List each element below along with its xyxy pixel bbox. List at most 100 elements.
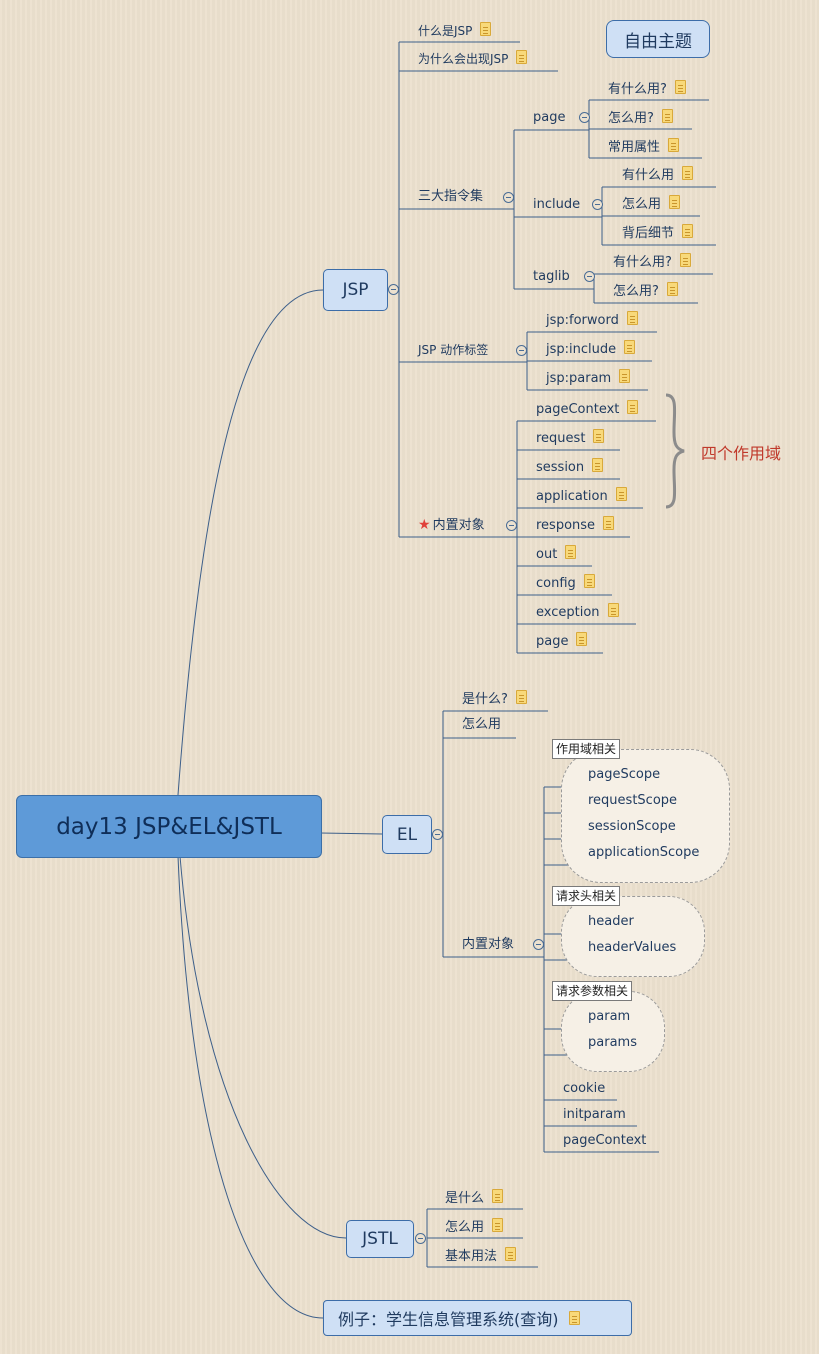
jstl-item[interactable]: 基本用法	[445, 1247, 517, 1265]
free-topic[interactable]: 自由主题	[606, 20, 710, 58]
note-icon[interactable]	[661, 109, 673, 123]
star-icon: ★	[418, 517, 431, 533]
jstl-item[interactable]: 怎么用	[445, 1218, 504, 1236]
collapse-icon[interactable]	[506, 520, 517, 531]
note-icon[interactable]	[603, 516, 615, 530]
el-how[interactable]: 怎么用	[462, 717, 501, 733]
builtin-item[interactable]: exception	[536, 603, 619, 621]
jsp-what[interactable]: 什么是JSP	[418, 22, 492, 39]
note-icon[interactable]	[626, 311, 638, 325]
directive-page[interactable]: page	[533, 110, 565, 126]
note-icon[interactable]	[666, 282, 678, 296]
builtin-item[interactable]: page	[536, 632, 588, 650]
scope-note: 四个作用域	[701, 444, 782, 463]
el-other-item[interactable]: cookie	[563, 1081, 605, 1097]
header-item[interactable]: header	[588, 914, 634, 930]
param-item[interactable]: params	[588, 1035, 637, 1051]
action-item[interactable]: jsp:param	[546, 369, 631, 387]
taglib-item[interactable]: 有什么用?	[613, 253, 691, 271]
builtin-item[interactable]: config	[536, 574, 595, 592]
note-icon[interactable]	[619, 369, 631, 383]
taglib-item-label: 有什么用?	[613, 255, 672, 270]
include-item[interactable]: 有什么用	[622, 166, 694, 184]
el-other-item-label: cookie	[563, 1081, 606, 1096]
include-item[interactable]: 怎么用	[622, 195, 681, 213]
note-icon[interactable]	[583, 574, 595, 588]
note-icon[interactable]	[669, 195, 681, 209]
param-item[interactable]: param	[588, 1009, 630, 1025]
include-item[interactable]: 背后细节	[622, 224, 694, 242]
action-item[interactable]: jsp:forword	[546, 311, 638, 329]
directive-include[interactable]: include	[533, 197, 580, 213]
collapse-icon[interactable]	[584, 271, 595, 282]
el-other-item[interactable]: pageContext	[563, 1133, 646, 1149]
collapse-icon[interactable]	[415, 1233, 426, 1244]
builtin-item[interactable]: request	[536, 429, 605, 447]
builtin-item[interactable]: out	[536, 545, 577, 563]
collapse-icon[interactable]	[516, 345, 527, 356]
directives-node[interactable]: 三大指令集	[418, 189, 483, 205]
scope-item[interactable]: sessionScope	[588, 819, 676, 835]
el-builtin-node[interactable]: 内置对象	[462, 937, 514, 953]
page-item[interactable]: 怎么用?	[608, 109, 673, 127]
el-other-item[interactable]: initparam	[563, 1107, 626, 1123]
scope-item[interactable]: pageScope	[588, 767, 660, 783]
note-icon[interactable]	[593, 429, 605, 443]
note-icon[interactable]	[682, 224, 694, 238]
jstl-item[interactable]: 是什么	[445, 1189, 504, 1207]
el-what[interactable]: 是什么?	[462, 690, 527, 708]
scope-item[interactable]: requestScope	[588, 793, 677, 809]
note-icon[interactable]	[668, 138, 680, 152]
note-icon[interactable]	[624, 340, 636, 354]
builtin-item[interactable]: session	[536, 458, 604, 476]
note-icon[interactable]	[607, 603, 619, 617]
note-icon[interactable]	[627, 400, 639, 414]
example-node[interactable]: 例子：学生信息管理系统(查询)	[323, 1300, 632, 1336]
note-icon[interactable]	[515, 690, 527, 704]
actions-node[interactable]: JSP 动作标签	[418, 342, 488, 358]
action-item-label: jsp:include	[546, 342, 617, 357]
collapse-icon[interactable]	[388, 284, 399, 295]
note-icon[interactable]	[480, 22, 492, 36]
el-node[interactable]: EL	[382, 815, 432, 854]
root-topic[interactable]: day13 JSP&EL&JSTL	[16, 795, 322, 858]
collapse-icon[interactable]	[533, 939, 544, 950]
jstl-node-label: JSTL	[362, 1229, 398, 1249]
action-item[interactable]: jsp:include	[546, 340, 636, 358]
page-item[interactable]: 有什么用?	[608, 80, 686, 98]
collapse-icon[interactable]	[592, 199, 603, 210]
directive-taglib[interactable]: taglib	[533, 269, 570, 285]
note-icon[interactable]	[568, 1311, 580, 1325]
jsp-node[interactable]: JSP	[323, 269, 388, 311]
el-node-label: EL	[396, 824, 418, 845]
page-item[interactable]: 常用属性	[608, 138, 680, 156]
note-icon[interactable]	[615, 487, 627, 501]
collapse-icon[interactable]	[432, 829, 443, 840]
note-icon[interactable]	[576, 632, 588, 646]
jsp-node-label: JSP	[342, 280, 369, 300]
note-icon[interactable]	[492, 1218, 504, 1232]
include-item-label: 有什么用	[622, 168, 675, 183]
header-item[interactable]: headerValues	[588, 940, 676, 956]
note-icon[interactable]	[674, 80, 686, 94]
note-icon[interactable]	[592, 458, 604, 472]
jsp-why[interactable]: 为什么会出现JSP	[418, 50, 528, 67]
builtin-item[interactable]: response	[536, 516, 615, 534]
actions-label: JSP 动作标签	[418, 343, 489, 357]
jstl-node[interactable]: JSTL	[346, 1220, 414, 1258]
scope-item[interactable]: applicationScope	[588, 845, 699, 861]
builtin-item[interactable]: pageContext	[536, 400, 639, 418]
taglib-item[interactable]: 怎么用?	[613, 282, 678, 300]
note-icon[interactable]	[516, 50, 528, 64]
builtin-item[interactable]: application	[536, 487, 627, 505]
note-icon[interactable]	[682, 166, 694, 180]
collapse-icon[interactable]	[579, 112, 590, 123]
note-icon[interactable]	[565, 545, 577, 559]
collapse-icon[interactable]	[503, 192, 514, 203]
note-icon[interactable]	[505, 1247, 517, 1261]
note-icon[interactable]	[492, 1189, 504, 1203]
param-item-label: param	[588, 1009, 631, 1024]
jsp-builtin-node[interactable]: ★内置对象	[418, 517, 485, 534]
note-icon[interactable]	[679, 253, 691, 267]
